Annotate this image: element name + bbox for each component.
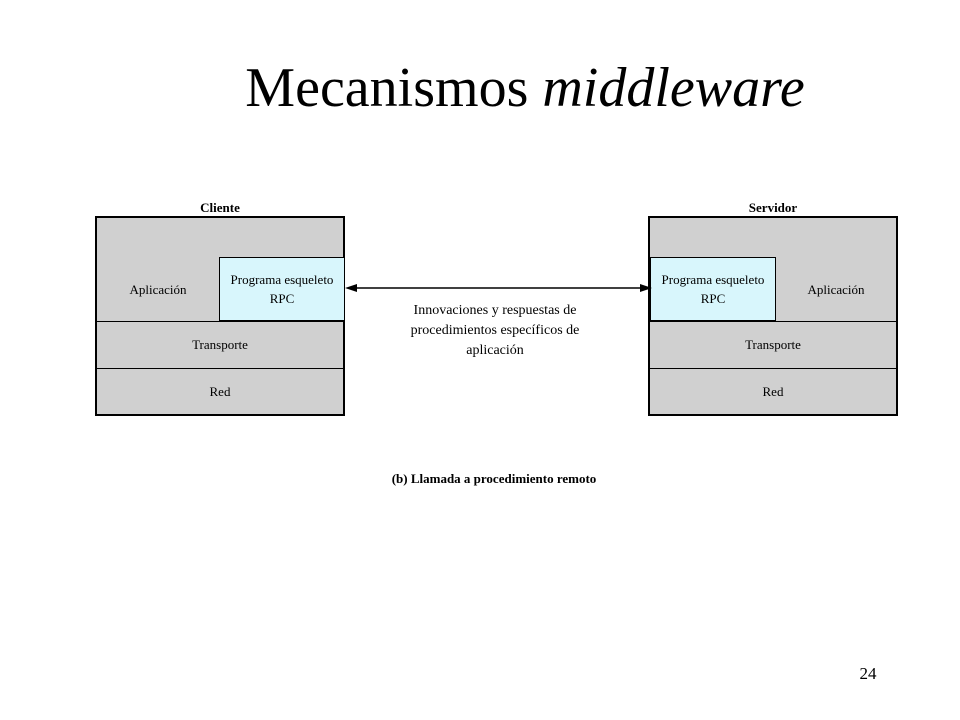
title-italic: middleware bbox=[542, 57, 805, 119]
slide-title: Mecanismos middleware bbox=[0, 52, 960, 124]
figure-caption: (b) Llamada a procedimiento remoto bbox=[391, 471, 597, 486]
client-application-layer: Aplicación bbox=[129, 282, 187, 297]
client-divider-transport bbox=[97, 321, 343, 322]
client-skeleton-label: Programa esqueleto RPC bbox=[230, 272, 334, 306]
client-label: Cliente bbox=[200, 200, 240, 215]
server-skeleton-label: Programa esqueleto RPC bbox=[661, 272, 765, 306]
server-divider-transport bbox=[650, 321, 896, 322]
rpc-arrow-head-left bbox=[345, 284, 357, 292]
server-network-layer: Red bbox=[762, 383, 784, 399]
server-stack: Programa esqueleto RPC Aplicación Transp… bbox=[648, 216, 898, 416]
client-transport-layer: Transporte bbox=[192, 337, 248, 352]
server-skeleton-box: Programa esqueleto RPC bbox=[650, 257, 776, 321]
server-transport-layer: Transporte bbox=[745, 337, 801, 352]
server-divider-network bbox=[650, 368, 896, 369]
rpc-arrow-head-right bbox=[640, 284, 652, 292]
client-stack: Aplicación Programa esqueleto RPC Transp… bbox=[95, 216, 345, 416]
title-regular: Mecanismos bbox=[245, 57, 543, 119]
client-skeleton-box: Programa esqueleto RPC bbox=[219, 257, 345, 321]
rpc-exchange-description: Innovaciones y respuestas de procedimien… bbox=[410, 303, 580, 358]
page-number: 24 bbox=[859, 664, 877, 683]
server-application-layer: Aplicación bbox=[807, 282, 865, 297]
client-divider-network bbox=[97, 368, 343, 369]
client-network-layer: Red bbox=[209, 383, 231, 399]
server-label: Servidor bbox=[748, 200, 798, 215]
